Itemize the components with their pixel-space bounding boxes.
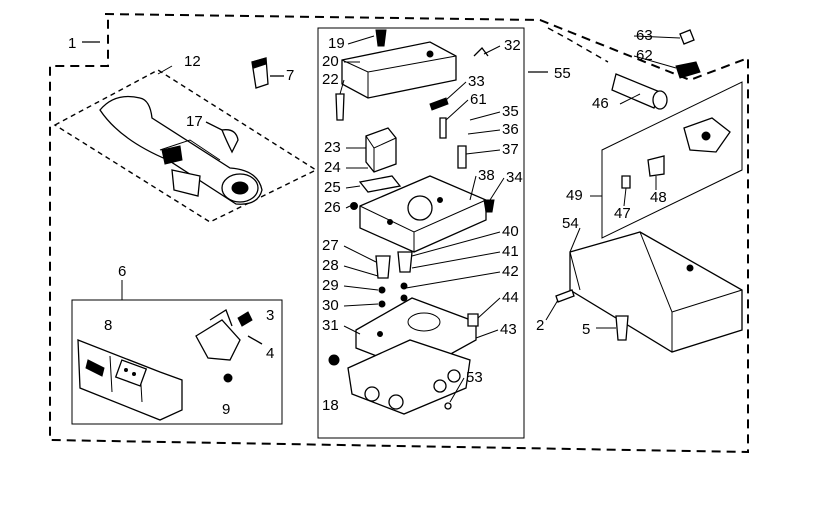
part-49-fitting <box>683 117 731 153</box>
callout-44: 44 <box>502 289 519 306</box>
part-32-clip <box>473 47 489 57</box>
callout-28: 28 <box>322 257 339 274</box>
callout-12: 12 <box>184 53 201 70</box>
part-18-plug <box>328 354 340 366</box>
callout-42: 42 <box>502 263 519 280</box>
callout-29: 29 <box>322 277 339 294</box>
callout-36: 36 <box>502 121 519 138</box>
callout-54: 54 <box>562 215 579 232</box>
part-9-trigger <box>195 309 241 383</box>
part-5-bolt <box>615 315 629 341</box>
callout-47: 47 <box>614 205 631 222</box>
part-34-screw <box>483 199 495 213</box>
callout-32: 32 <box>504 37 521 54</box>
part-44-fitting <box>467 313 479 327</box>
part-46-hose <box>611 73 668 110</box>
callout-49: 49 <box>566 187 583 204</box>
callout-40: 40 <box>502 223 519 240</box>
callout-62: 62 <box>636 47 653 64</box>
part-22-screw <box>335 93 345 121</box>
part-25-plate <box>358 175 402 193</box>
gun-body-part <box>99 95 263 205</box>
callout-24: 24 <box>324 159 341 176</box>
part-7-clip <box>251 57 269 89</box>
callout-9: 9 <box>222 401 230 418</box>
part-48-valve <box>647 155 665 177</box>
callout-41: 41 <box>502 243 519 260</box>
outer-assembly-boundary <box>49 13 749 454</box>
callout-17: 17 <box>186 113 203 130</box>
part-19-screw <box>375 29 387 47</box>
part-17 <box>221 129 239 154</box>
part-4-pin <box>247 335 263 345</box>
callout-25: 25 <box>324 179 341 196</box>
callout-4: 4 <box>266 345 274 362</box>
callout-27: 27 <box>322 237 339 254</box>
group-49-boundary <box>601 81 743 239</box>
callout-34: 34 <box>506 169 523 186</box>
part-61-screw <box>439 117 447 139</box>
callout-61: 61 <box>470 91 487 108</box>
part-8-housing <box>77 339 183 421</box>
callout-37: 37 <box>502 141 519 158</box>
callout-20: 20 <box>322 53 339 70</box>
part-54-cover <box>569 231 743 353</box>
callout-23: 23 <box>324 139 341 156</box>
callout-18: 18 <box>322 397 339 414</box>
callout-5: 5 <box>582 321 590 338</box>
part-dashed-hose <box>547 27 609 63</box>
callout-33: 33 <box>468 73 485 90</box>
callout-31: 31 <box>322 317 339 334</box>
part-2-screw <box>555 289 575 303</box>
part-62-clamp <box>675 61 701 79</box>
callout-53: 53 <box>466 369 483 386</box>
part-38-valve-body <box>359 175 487 253</box>
part-63-clip <box>679 29 695 45</box>
callout-22: 22 <box>322 71 339 88</box>
callout-46: 46 <box>592 95 609 112</box>
callout-38: 38 <box>478 167 495 184</box>
callout-43: 43 <box>500 321 517 338</box>
valve-stack <box>375 251 413 308</box>
part-manifold <box>347 339 471 415</box>
part-33-clip <box>429 97 449 111</box>
part-47-nipple <box>621 175 631 189</box>
part-20-cover <box>341 41 457 99</box>
part-26-nut <box>350 202 358 210</box>
callout-26: 26 <box>324 199 341 216</box>
part-23-bracket <box>365 127 397 173</box>
part-3-spring <box>237 311 253 327</box>
callout-8: 8 <box>104 317 112 334</box>
group-6-boundary <box>71 299 283 425</box>
part-37-spring <box>457 145 467 169</box>
callout-35: 35 <box>502 103 519 120</box>
callout-7: 7 <box>286 67 294 84</box>
callout-55: 55 <box>554 65 571 82</box>
callout-2: 2 <box>536 317 544 334</box>
leader-lines <box>121 35 681 403</box>
callout-48: 48 <box>650 189 667 206</box>
callout-63: 63 <box>636 27 653 44</box>
callout-1: 1 <box>68 35 76 52</box>
callout-19: 19 <box>328 35 345 52</box>
callout-6: 6 <box>118 263 126 280</box>
callout-3: 3 <box>266 307 274 324</box>
callout-30: 30 <box>322 297 339 314</box>
center-group-boundary <box>317 27 525 439</box>
part-53-washer <box>444 402 452 410</box>
